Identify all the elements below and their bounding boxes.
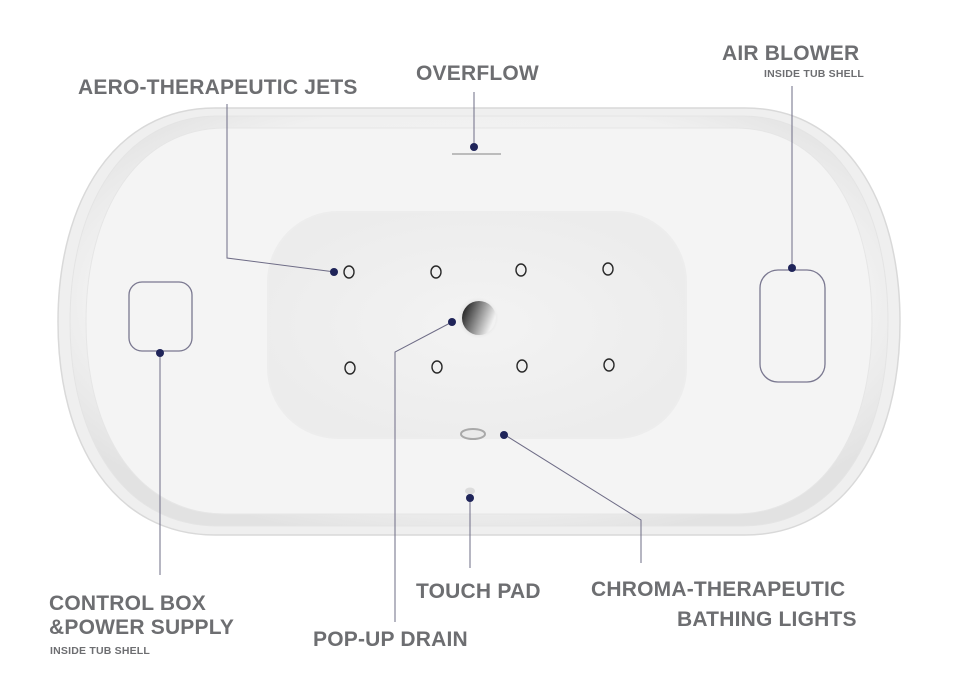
jet-icon [344,361,356,375]
jet-group [343,262,615,375]
jet-icon [603,358,615,372]
jet-icon [343,265,355,279]
label-overflow: OVERFLOW [416,62,539,85]
leader-lines [159,86,793,622]
dot-chroma-lights [500,431,508,439]
callout-dots [156,143,796,502]
label-aero-therapeutic-jets: AERO-THERAPEUTIC JETS [78,76,358,99]
dot-aero-jets [330,268,338,276]
label-chroma-line1: CHROMA-THERAPEUTIC [591,578,846,601]
label-pop-up-drain: POP-UP DRAIN [313,628,468,651]
label-control-box-line2: &POWER SUPPLY [49,616,235,639]
dot-pop-up-drain [448,318,456,326]
note-control-box: INSIDE TUB SHELL [50,645,151,657]
jet-icon [602,262,614,276]
drain-icon [457,297,499,339]
note-air-blower: INSIDE TUB SHELL [764,68,865,80]
dot-overflow [470,143,478,151]
label-chroma-line2: BATHING LIGHTS [677,608,857,631]
jet-icon [430,265,442,279]
jet-icon [515,263,527,277]
dot-control-box [156,349,164,357]
jet-icon [516,359,528,373]
chroma-light-icon [460,428,486,440]
dot-air-blower [788,264,796,272]
label-air-blower: AIR BLOWER [722,42,860,65]
dot-touch-pad [466,494,474,502]
jet-icon [431,360,443,374]
label-touch-pad: TOUCH PAD [416,580,541,603]
label-control-box-line1: CONTROL BOX [49,592,206,615]
touch-pad-icon [465,487,475,495]
